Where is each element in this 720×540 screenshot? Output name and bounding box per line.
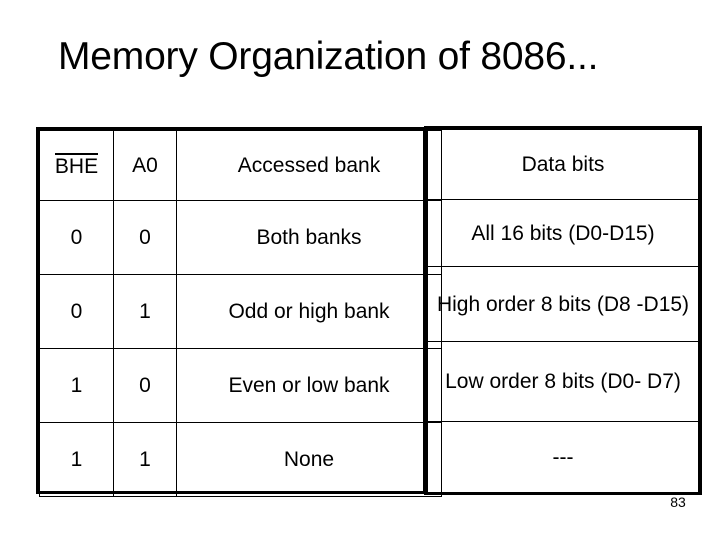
table-row: 0 1 Odd or high bank [39, 274, 442, 349]
table-row: 0 0 Both banks [39, 200, 442, 275]
cell-data-bits: Low order 8 bits (D0- D7) [427, 341, 699, 422]
cell-a0: 1 [113, 274, 177, 349]
table-header-row: BHE A0 Accessed bank [39, 130, 442, 201]
column-header-bhe: BHE [39, 130, 114, 201]
table-row: High order 8 bits (D8 -D15) [427, 266, 699, 342]
cell-bhe: 1 [39, 422, 114, 497]
cell-accessed-bank: Even or low bank [176, 348, 442, 423]
table-row: 1 0 Even or low bank [39, 348, 442, 423]
page-title: Memory Organization of 8086... [58, 35, 599, 78]
table-row: Low order 8 bits (D0- D7) [427, 341, 699, 422]
data-bits-grid: Data bits All 16 bits (D0-D15) High orde… [427, 129, 699, 493]
table-row: All 16 bits (D0-D15) [427, 199, 699, 267]
cell-data-bits: All 16 bits (D0-D15) [427, 199, 699, 267]
cell-accessed-bank: Both banks [176, 200, 442, 275]
data-bits-table: Data bits All 16 bits (D0-D15) High orde… [424, 126, 702, 495]
cell-a0: 1 [113, 422, 177, 497]
bhe-overline-label: BHE [54, 152, 99, 178]
memory-organization-table: BHE A0 Accessed bank 0 0 Both banks 0 1 … [36, 127, 442, 497]
cell-data-bits: --- [427, 421, 699, 493]
page-number: 83 [670, 494, 686, 510]
main-table-grid: BHE A0 Accessed bank 0 0 Both banks 0 1 … [39, 130, 442, 497]
cell-bhe: 0 [39, 274, 114, 349]
column-header-a0: A0 [113, 130, 177, 201]
cell-bhe: 0 [39, 200, 114, 275]
column-header-data-bits: Data bits [427, 129, 699, 200]
cell-bhe: 1 [39, 348, 114, 423]
cell-data-bits: High order 8 bits (D8 -D15) [427, 266, 699, 342]
column-header-accessed-bank: Accessed bank [176, 130, 442, 201]
table-row: 1 1 None [39, 422, 442, 497]
cell-accessed-bank: None [176, 422, 442, 497]
cell-a0: 0 [113, 200, 177, 275]
table-header-row: Data bits [427, 129, 699, 200]
cell-a0: 0 [113, 348, 177, 423]
cell-accessed-bank: Odd or high bank [176, 274, 442, 349]
table-row: --- [427, 421, 699, 493]
